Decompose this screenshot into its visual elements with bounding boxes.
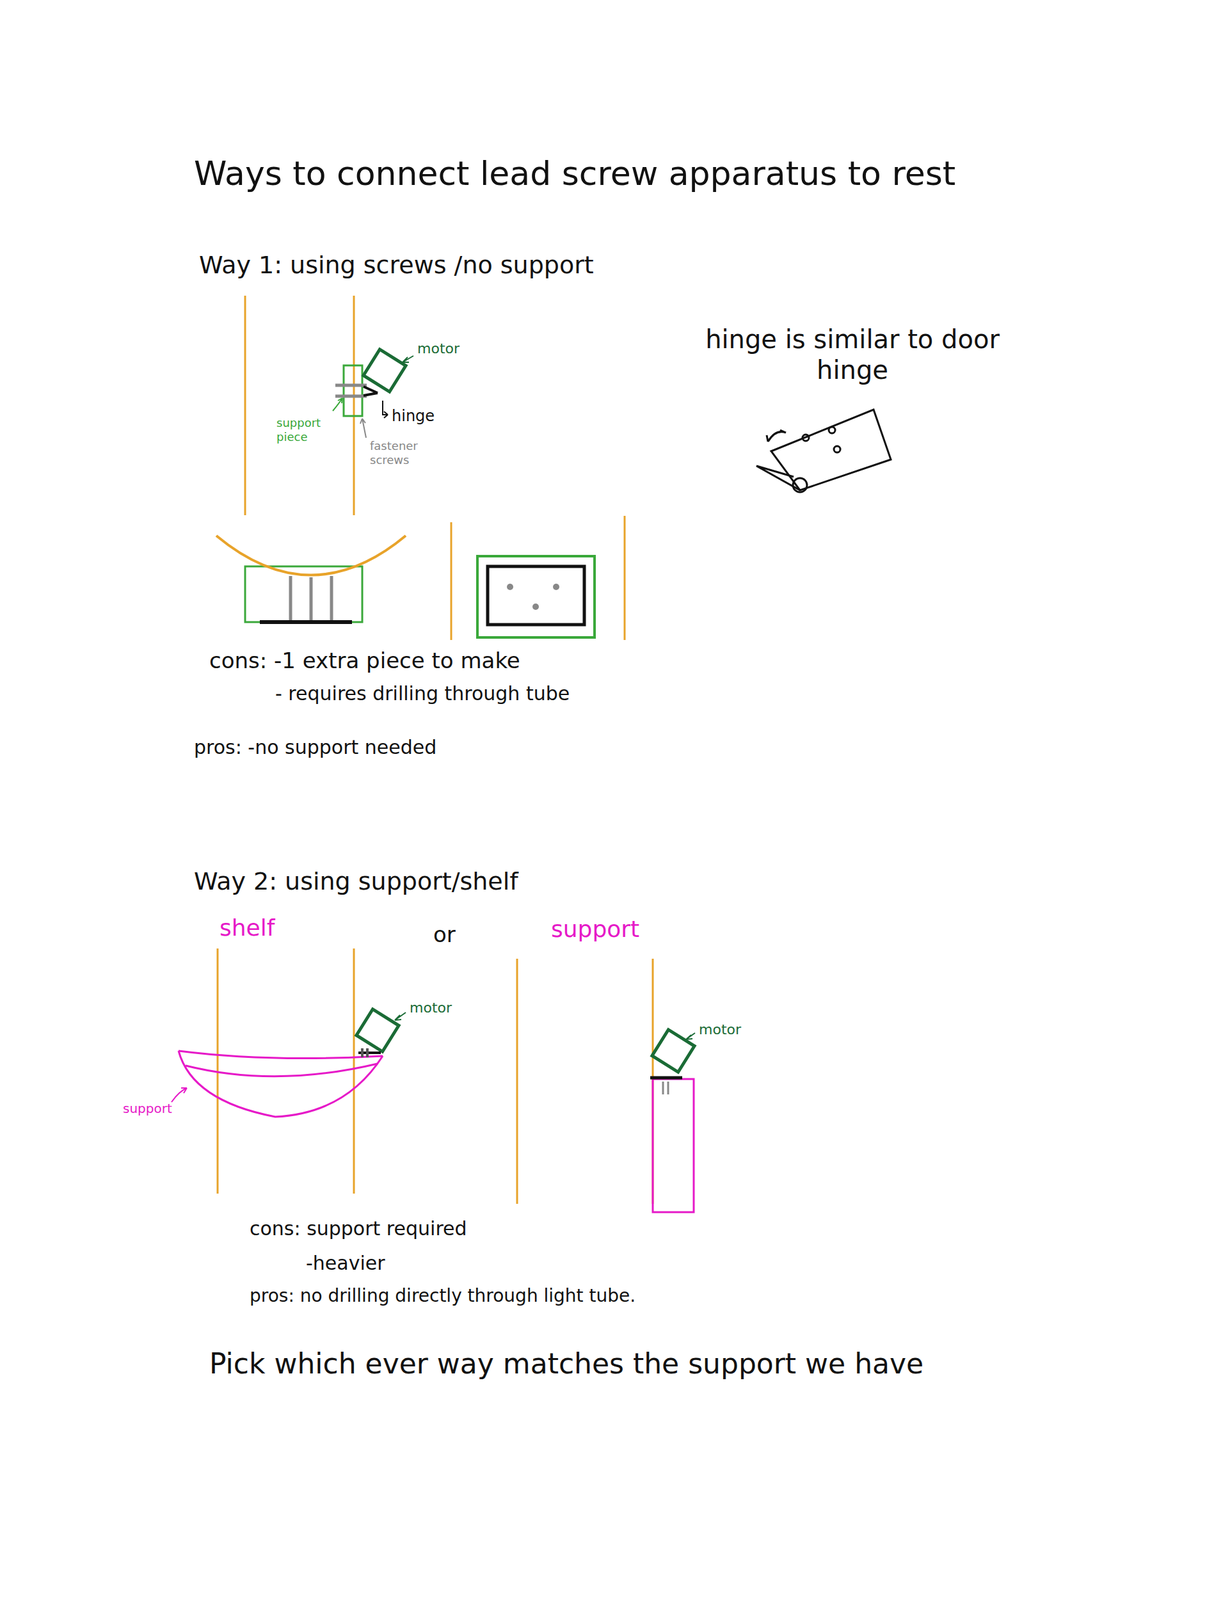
leader-arrow [394, 1012, 406, 1021]
tube-cross-section [259, 620, 352, 624]
motor [356, 349, 695, 1072]
tube-side-view [487, 566, 585, 625]
light-tube-wall [353, 295, 356, 516]
shelf-mount [366, 1048, 369, 1058]
support-piece [343, 365, 363, 416]
part-label: motor [409, 999, 452, 1017]
fastener-screw [335, 394, 367, 399]
support-mount [650, 1076, 683, 1080]
light-tube-wall [516, 958, 519, 1204]
hinge [363, 386, 378, 396]
shelf [185, 1063, 378, 1077]
support-mount [667, 1081, 670, 1095]
support-mount [650, 1077, 683, 1095]
shelf [178, 1050, 383, 1059]
cons-note: -heavier [305, 1251, 386, 1275]
tube-side-view [552, 583, 560, 591]
tube-side-view [477, 556, 595, 638]
door-hinge-illustration [802, 434, 809, 441]
tube-side-view [477, 556, 595, 638]
cons-note: - requires drilling through tube [275, 682, 570, 706]
light-tube-wall [450, 522, 453, 640]
section-heading: Way 1: using screws /no support [199, 250, 594, 281]
option-heading: shelf [219, 913, 275, 942]
tube-side-view [532, 603, 539, 610]
pros-note: pros: no drilling directly through light… [249, 1285, 636, 1307]
cons-note: cons: -1 extra piece to make [209, 647, 521, 674]
shelf-mount [358, 1048, 381, 1058]
light-tube-wall [623, 515, 626, 640]
tube-cross-section [289, 575, 293, 623]
hinge [363, 386, 378, 393]
diagram-title: Ways to connect lead screw apparatus to … [193, 153, 994, 194]
fastener-screw [335, 385, 367, 397]
hinge [363, 392, 378, 396]
fastener-screw [335, 383, 367, 388]
option-heading: support [551, 915, 640, 943]
leader-arrow [402, 355, 414, 363]
cons-note: cons: support required [249, 1217, 468, 1241]
part-label: fastener screws [369, 439, 447, 467]
part-label: motor [698, 1021, 742, 1039]
pros-note: pros: -no support needed [193, 735, 437, 760]
support-piece [343, 365, 363, 416]
motor [363, 349, 406, 392]
part-label: hinge [391, 407, 435, 426]
door-hinge-illustration [766, 430, 786, 442]
light-tube-wall [244, 295, 247, 516]
leader-arrow [686, 1032, 696, 1040]
part-label: support [122, 1100, 173, 1117]
shelf-mount [360, 1048, 364, 1058]
leader-arrow [360, 418, 367, 438]
leader-arrow [171, 1087, 187, 1103]
section-heading: Way 2: using support/shelf [193, 867, 519, 897]
tube-cross-section [309, 577, 313, 623]
tube-cross-section [330, 575, 334, 623]
light-tube-wall [353, 948, 356, 1194]
support-mount [662, 1081, 665, 1095]
tube-cross-section [216, 535, 406, 623]
part-label: support piece [276, 415, 338, 444]
door-hinge-illustration [771, 409, 891, 491]
tube-cross-section [216, 535, 406, 576]
note: or [433, 921, 456, 948]
door-hinge-illustration [756, 409, 891, 493]
note: hinge is similar to door hinge [698, 323, 1007, 386]
leader-arrow [332, 398, 343, 411]
conclusion-note: Pick which ever way matches the support … [209, 1347, 924, 1382]
door-hinge-illustration [833, 446, 841, 453]
leader-arrow [171, 355, 696, 1103]
shelf [178, 1050, 383, 1117]
motor [356, 1009, 399, 1052]
leader-arrow [382, 400, 388, 418]
support-post [652, 1079, 694, 1213]
door-hinge-illustration [792, 478, 808, 493]
shelf [178, 1050, 383, 1117]
part-label: motor [417, 340, 460, 358]
door-hinge-illustration [828, 426, 836, 434]
tube-side-view [506, 583, 514, 591]
motor [652, 1029, 695, 1072]
support-post [652, 1079, 694, 1213]
